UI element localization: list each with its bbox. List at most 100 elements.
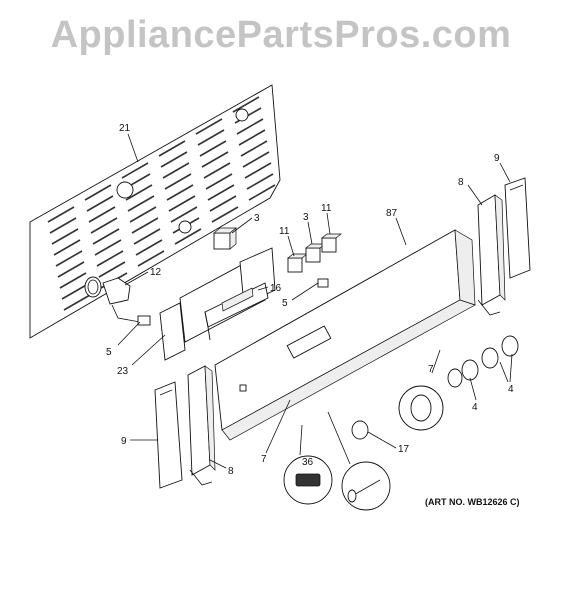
louver-slot <box>240 140 268 157</box>
louver-slot <box>209 195 237 212</box>
callout-87: 87 <box>386 208 398 219</box>
louver-slot <box>168 195 196 212</box>
relay-11-left <box>287 253 308 273</box>
switch-detail <box>283 455 333 505</box>
louver-slot <box>63 294 91 311</box>
louver-slot <box>137 250 165 267</box>
callout-12: 12 <box>150 267 162 278</box>
callout-8: 8 <box>228 466 234 477</box>
callout-7: 7 <box>261 454 267 465</box>
louver-slot <box>246 173 274 190</box>
louver-slot <box>195 118 223 135</box>
louver-slot <box>160 151 188 168</box>
louver-slot <box>53 239 81 256</box>
end-cap-left <box>187 365 216 486</box>
callout-3: 3 <box>303 212 309 223</box>
knob <box>461 359 479 381</box>
louver-slot <box>94 239 122 256</box>
callout-7: 7 <box>428 364 434 375</box>
display-window <box>286 325 332 359</box>
louver-slot <box>170 206 198 223</box>
louver-slot <box>162 162 190 179</box>
back-panel-hole <box>235 108 249 122</box>
callout-11: 11 <box>279 226 290 237</box>
callout-11: 11 <box>321 203 332 214</box>
site-watermark: AppliancePartsPros.com <box>50 14 512 56</box>
panel-button <box>239 384 247 392</box>
louver-slot <box>84 184 112 201</box>
art-number: (ART NO. WB12626 C) <box>425 497 520 507</box>
back-panel-hole <box>116 181 134 199</box>
control-board <box>204 282 269 341</box>
callout-9: 9 <box>121 436 127 447</box>
louver-slot <box>238 129 266 146</box>
callout-labels: 21 12 5 23 3 3 11 11 16 5 87 8 9 9 8 7 7… <box>106 123 514 477</box>
callout-4: 4 <box>508 384 514 395</box>
callout-5: 5 <box>282 298 288 309</box>
knob <box>447 368 463 388</box>
louver-slot <box>135 239 163 256</box>
louver-slot <box>121 162 149 179</box>
callout-4: 4 <box>472 402 478 413</box>
louver-slot <box>47 206 75 223</box>
louver-slot <box>57 261 85 278</box>
louver-slot <box>174 228 202 245</box>
back-panel-hole <box>178 220 192 234</box>
callout-5: 5 <box>106 347 112 358</box>
louver-slot <box>236 118 264 135</box>
louver-slot <box>211 206 239 223</box>
control-panel <box>214 229 476 441</box>
louver-slot <box>248 184 276 201</box>
louver-slot <box>164 173 192 190</box>
louver-slot <box>55 250 83 267</box>
louver-slot <box>133 228 161 245</box>
relay-11-right <box>321 233 342 253</box>
louver-slot <box>166 184 194 201</box>
callout-36: 36 <box>302 457 314 468</box>
callout-3: 3 <box>254 213 260 224</box>
louver-slot <box>98 261 126 278</box>
louver-slot <box>232 96 260 113</box>
side-trim-right <box>504 177 531 279</box>
knobs-group <box>447 335 519 388</box>
knob <box>481 347 499 369</box>
louver-slot <box>129 206 157 223</box>
louver-slot <box>88 206 116 223</box>
louver-slot <box>51 228 79 245</box>
louver-slot <box>207 184 235 201</box>
callout-16: 16 <box>270 283 282 294</box>
switch-part-right <box>317 278 329 288</box>
callout-23: 23 <box>117 366 129 377</box>
end-cap-right <box>477 194 506 316</box>
knob <box>501 335 519 357</box>
side-trim-left <box>154 381 183 489</box>
relay-3-mid <box>305 243 326 263</box>
callout-8: 8 <box>458 177 464 188</box>
callout-17: 17 <box>398 444 410 455</box>
louver-slot <box>199 140 227 157</box>
knob-17 <box>351 420 369 440</box>
louver-slot <box>96 250 124 267</box>
louver-slot <box>242 151 270 168</box>
louver-slot <box>61 283 89 300</box>
louver-slot <box>125 184 153 201</box>
louver-slot <box>205 173 233 190</box>
louver-slot <box>49 217 77 234</box>
relay-3-top <box>213 227 237 250</box>
louver-slot <box>92 228 120 245</box>
louver-slot <box>158 140 186 157</box>
callout-21: 21 <box>119 123 131 134</box>
back-panel <box>29 84 281 339</box>
louver-slot <box>90 217 118 234</box>
back-panel-louvers <box>47 96 276 311</box>
louver-slot <box>203 162 231 179</box>
louver-slot <box>201 151 229 168</box>
screw-detail <box>341 461 391 511</box>
louver-slot <box>127 195 155 212</box>
knob-detail <box>398 385 444 431</box>
switch-part-left <box>137 315 151 326</box>
louver-slot <box>59 272 87 289</box>
louver-slot <box>197 129 225 146</box>
louver-slot <box>244 162 272 179</box>
